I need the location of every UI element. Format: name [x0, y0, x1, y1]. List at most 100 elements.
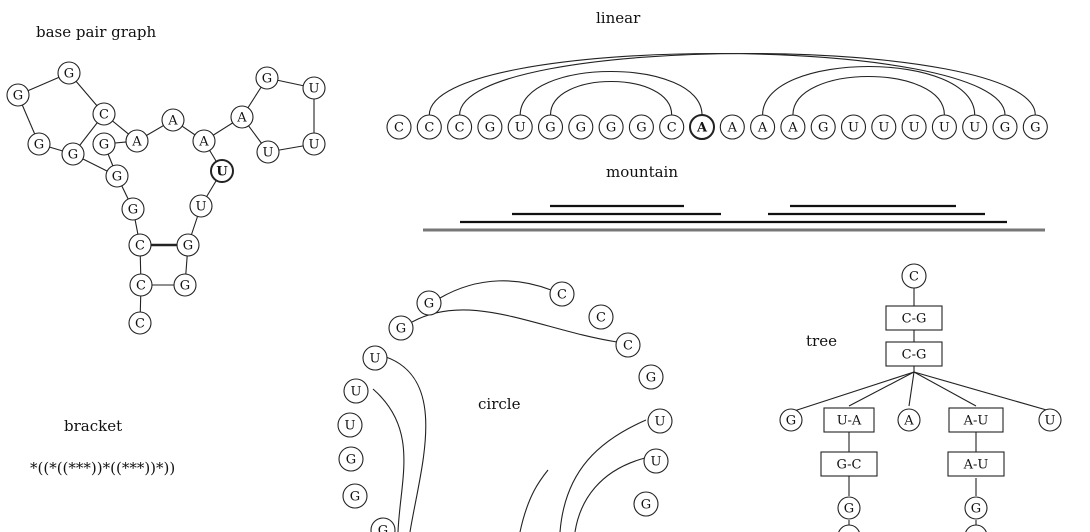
tree-leaf-node: G: [779, 408, 803, 432]
circle-arc: [559, 419, 647, 532]
bpg-node: A: [125, 129, 149, 153]
circle-node-circle: [633, 491, 659, 517]
linear-node-label: G: [576, 121, 586, 136]
bpg-node-circle: [230, 105, 254, 129]
circle-node: G: [638, 364, 664, 390]
bpg-node-circle: [6, 83, 30, 107]
circle-arc: [411, 309, 618, 343]
circle-node-circle: [549, 281, 575, 307]
tree-leaf-node-label: A: [903, 414, 914, 429]
bpg-node-label: A: [131, 135, 142, 150]
tree-pair-box-rect: [948, 407, 1004, 433]
circle-node: G: [338, 446, 364, 472]
bpg-node-circle: [128, 233, 152, 257]
tree-pair-box: C-G: [885, 341, 943, 367]
circle-arc: [574, 457, 646, 532]
linear-node-label: C: [455, 121, 465, 136]
linear-node: A: [750, 114, 776, 140]
linear-node: A: [780, 114, 806, 140]
circle-node: C: [588, 304, 614, 330]
linear-node-circle: [780, 114, 806, 140]
circle-node-label: C: [623, 339, 633, 354]
circle-node-label: G: [346, 453, 356, 468]
tree-pair-box-label: C-G: [902, 348, 927, 363]
circle-node: G: [388, 315, 414, 341]
tree-edge: [848, 371, 915, 407]
circle-node-label: C: [557, 288, 567, 303]
bpg-node: G: [92, 132, 116, 156]
linear-node-circle: [992, 114, 1018, 140]
circle-node-label: C: [596, 311, 606, 326]
circle-node: U: [362, 345, 388, 371]
bpg-node: G: [173, 273, 197, 297]
circle-node-label: U: [351, 385, 362, 400]
tree-pair-box: A-U: [947, 451, 1005, 477]
tree-leaf-node: G: [964, 496, 988, 520]
bpg-node-label: U: [196, 200, 207, 215]
circle-arc: [519, 469, 549, 532]
circle-node-label: U: [651, 455, 662, 470]
tree-pair-box-rect: [885, 305, 943, 331]
bpg-node-circle: [173, 273, 197, 297]
tree-pair-box-rect: [820, 451, 878, 477]
linear-arc: [792, 75, 945, 116]
mountain-panel: [423, 204, 1045, 232]
circle-node-circle: [337, 412, 363, 438]
bpg-node-label: C: [135, 317, 145, 332]
linear-node-circle: [901, 114, 927, 140]
bpg-node: G: [255, 66, 279, 90]
linear-node: U: [840, 114, 867, 140]
tree-leaf-node: G: [837, 496, 861, 520]
bpg-node-label: G: [68, 148, 78, 163]
tree-leaf-node-label: G: [971, 502, 981, 517]
bpg-node-label: A: [198, 135, 209, 150]
linear-node-circle: [386, 114, 412, 140]
linear-node: G: [477, 114, 503, 140]
linear-node-label: U: [515, 121, 526, 136]
tree-leaf-node-circle: [779, 408, 803, 432]
circle-node-circle: [416, 290, 442, 316]
tree-leaf-node-circle: [897, 408, 921, 432]
tree-pair-box-label: A-U: [963, 458, 989, 473]
bpg-node: G: [61, 142, 85, 166]
bpg-node-label: G: [34, 138, 44, 153]
linear-node-circle: [750, 114, 776, 140]
linear-node: A: [719, 114, 745, 140]
bpg-node-circle: [128, 311, 152, 335]
bpg-node-label: G: [183, 239, 193, 254]
linear-node-circle: [689, 114, 715, 140]
bpg-node-label: U: [263, 146, 274, 161]
bpg-node: U: [302, 132, 326, 156]
linear-node-label: A: [696, 121, 708, 136]
circle-node-label: G: [641, 498, 651, 513]
bpg-node-circle: [125, 129, 149, 153]
bpg-node-circle: [27, 132, 51, 156]
circle-node: U: [647, 408, 673, 434]
tree-edge: [913, 371, 1051, 412]
linear-node-label: U: [848, 121, 859, 136]
tree-leaf-node: A: [897, 408, 921, 432]
tree-pair-box-label: U-A: [837, 414, 862, 429]
bpg-node-label: G: [112, 170, 122, 185]
tree-leaf-node-label: G: [786, 414, 796, 429]
linear-node-circle: [477, 114, 503, 140]
linear-node-label: C: [667, 121, 677, 136]
circle-node: U: [343, 378, 369, 404]
linear-node: C: [659, 114, 685, 140]
circle-node: G: [633, 491, 659, 517]
linear-node: G: [992, 114, 1018, 140]
linear-node-circle: [628, 114, 654, 140]
bpg-node-label: A: [236, 111, 247, 126]
bpg-node: C: [128, 233, 152, 257]
bpg-node: G: [105, 164, 129, 188]
linear-node: G: [1022, 114, 1048, 140]
linear-node-label: C: [424, 121, 434, 136]
bpg-node-circle: [189, 194, 213, 218]
bpg-node-circle: [105, 164, 129, 188]
circle-node-circle: [362, 345, 388, 371]
circle-arc: [385, 356, 427, 532]
circle-node-circle: [643, 448, 669, 474]
bpg-node-circle: [161, 108, 185, 132]
linear-node-circle: [568, 114, 594, 140]
